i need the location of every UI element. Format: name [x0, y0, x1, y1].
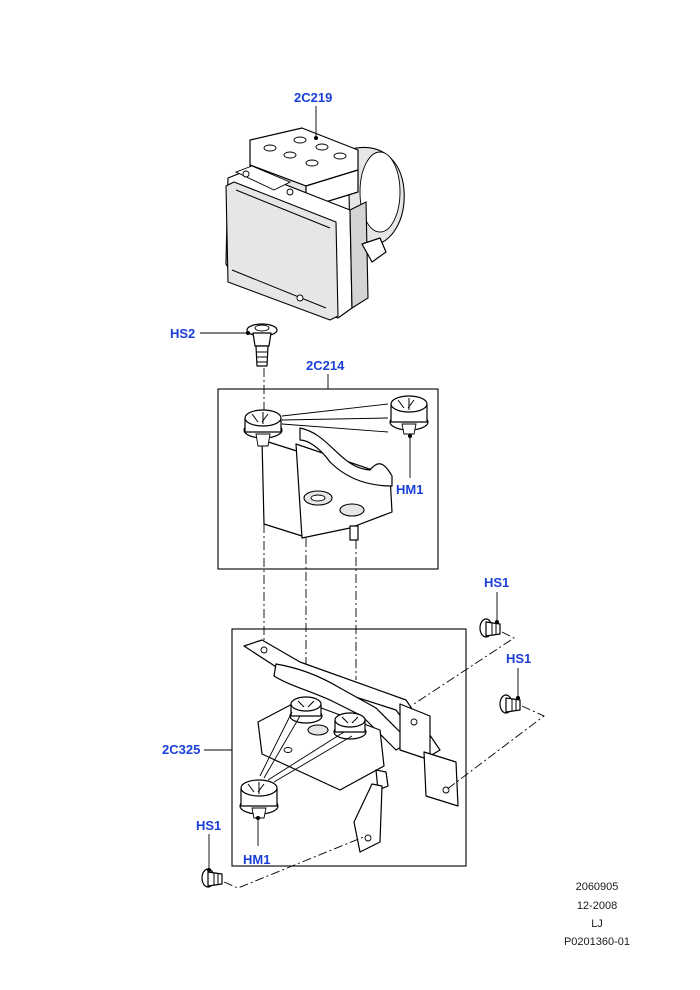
leader-dot [408, 434, 412, 438]
upper-bracket-illustration [243, 409, 393, 541]
callout-lower-bracket-label: 2C325 [162, 742, 200, 757]
callout-upper-mount-label: HM1 [396, 482, 423, 497]
module-bolt-illustration [246, 323, 278, 367]
callout-abs-module-label: 2C219 [294, 90, 332, 105]
reference-initials: LJ [591, 918, 603, 930]
leader-dot [495, 620, 499, 624]
callout-bolt-upper-right-label: HS1 [484, 575, 509, 590]
leader-dot [207, 868, 211, 872]
abs-module-illustration [225, 127, 405, 321]
lower-bracket-frame [231, 628, 467, 867]
bolt-lower-left-illustration [201, 868, 223, 888]
reference-block: 2060905 12-2008 LJ P0201360-01 [564, 881, 630, 948]
leader-dot [256, 816, 260, 820]
leader-mount-connect-lower [259, 711, 353, 783]
callout-upper-bracket-label: 2C214 [306, 358, 345, 373]
reference-code: 2060905 [576, 881, 619, 893]
alignment-line [223, 835, 367, 889]
leader-dot [246, 331, 250, 335]
callout-module-bolt-label: HS2 [170, 326, 195, 341]
bolt-middle-right-illustration [499, 694, 521, 714]
callout-bolt-middle-right-label: HS1 [506, 651, 531, 666]
upper-mount-illustration [389, 395, 429, 435]
leader-mount-connect-upper [281, 403, 389, 433]
lower-bracket-illustration [239, 639, 459, 853]
reference-date: 12-2008 [577, 900, 617, 912]
leader-dot [314, 136, 318, 140]
alignment-line [445, 705, 545, 791]
reference-part-number: P0201360-01 [564, 936, 630, 948]
alignment-line [413, 631, 515, 705]
callout-bolt-lower-left-label: HS1 [196, 818, 221, 833]
leader-dot [516, 696, 520, 700]
callout-lower-mount-label: HM1 [243, 852, 270, 867]
bolt-upper-right-illustration [479, 618, 501, 638]
